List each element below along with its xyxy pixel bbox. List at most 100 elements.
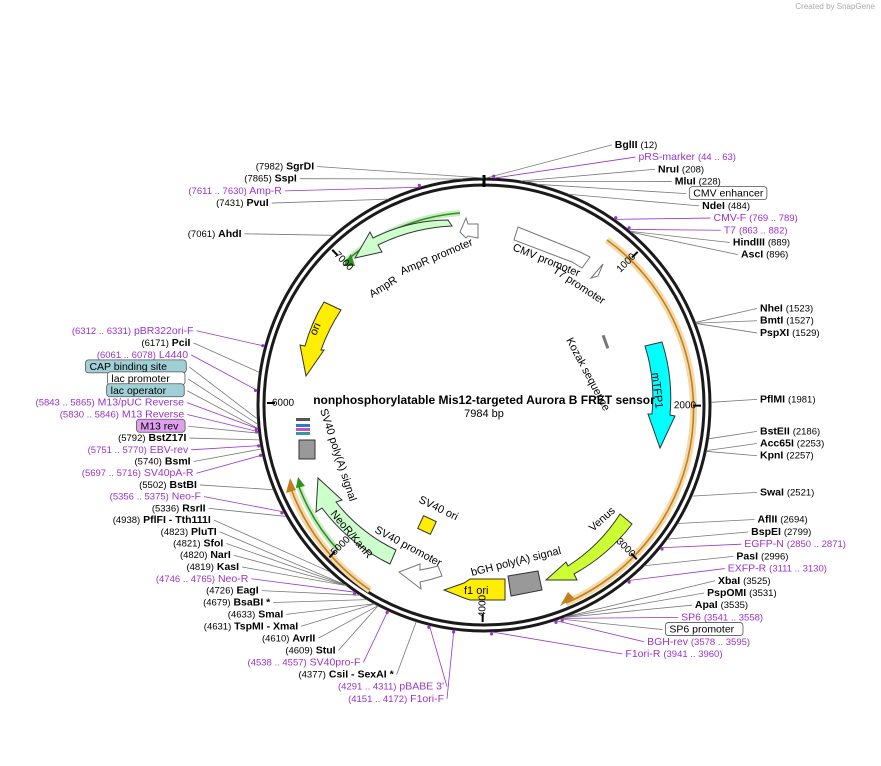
site-name: BsmI <box>165 456 191 468</box>
site-position: (5751 .. 5770) <box>88 445 147 456</box>
site-label-11: AscI (896) <box>741 249 788 261</box>
leader-24 <box>627 568 725 582</box>
site-label-32: (4151 .. 4172) F1ori-F <box>348 693 444 705</box>
site-name: Amp-R <box>249 185 282 197</box>
site-position: (2521) <box>787 487 814 498</box>
scale-label-4000: 4000 <box>477 594 488 617</box>
site-label-14: PspXI (1529) <box>760 327 820 339</box>
site-name: PflMI <box>760 393 785 405</box>
site-position: (3111 .. 3130) <box>769 564 827 575</box>
credit-text: Created by SnapGene <box>795 2 875 11</box>
leader-9 <box>627 228 721 231</box>
site-label-44: (4820) NarI <box>180 549 231 561</box>
site-position: (484) <box>728 201 750 212</box>
site-label-58: (5843 .. 5865) M13/pUC Reverse <box>36 397 185 409</box>
feature-f1-ori-arrow <box>442 578 506 601</box>
leader-46 <box>219 531 347 586</box>
site-label-64: (7061) AhdI <box>188 228 242 240</box>
leader-62 <box>193 342 260 373</box>
site-label-8: CMV-F (769 .. 789) <box>714 212 798 224</box>
feature-box-text: CAP binding site <box>89 361 167 373</box>
site-position: (5697 .. 5716) <box>82 468 141 479</box>
site-position: (4631) <box>204 621 231 632</box>
site-position: (4679) <box>203 597 230 608</box>
site-position: (4726) <box>206 586 233 597</box>
site-label-30: BGH-rev (3578 .. 3595) <box>647 636 750 648</box>
site-name: Neo-R <box>218 573 249 585</box>
site-label-7: NdeI (484) <box>702 200 750 212</box>
site-position: (228) <box>699 176 721 187</box>
site-label-28: SP6 promoter <box>669 624 734 636</box>
leader-22 <box>660 543 742 549</box>
site-label-10: HindIII (889) <box>733 236 790 248</box>
site-label-21: BspEI (2799) <box>751 526 811 538</box>
scale-label-6000: 6000 <box>272 398 295 409</box>
leader-51 <box>196 454 263 474</box>
site-position: (7982) <box>256 161 283 172</box>
site-label-35: (4538 .. 4557) SV40pro-F <box>248 656 361 668</box>
site-name: EagI <box>236 585 258 597</box>
site-name: ApaI <box>695 599 718 611</box>
site-name: PspXI <box>760 327 789 339</box>
leader-44 <box>233 554 347 586</box>
primer-mark-9 <box>627 226 631 230</box>
site-label-42: (4746 .. 4765) Neo-R <box>156 573 249 585</box>
site-name: BspEI <box>751 526 781 538</box>
site-position: (7431) <box>216 198 243 209</box>
leader-42 <box>251 578 356 593</box>
primer-mark-30 <box>554 620 558 625</box>
site-position: (4633) <box>228 609 255 620</box>
site-label-25: XbaI (3525) <box>718 575 771 587</box>
orf-arc-left-head <box>286 478 296 493</box>
feature-ori-arrow <box>299 301 342 378</box>
leader-50 <box>199 484 274 491</box>
site-name: PciI <box>172 337 191 349</box>
site-name: AhdI <box>218 228 241 240</box>
site-label-55: M13 rev <box>140 420 179 432</box>
site-label-5: MluI (228) <box>675 175 721 187</box>
site-position: (1527) <box>786 316 813 327</box>
feature-box-text: SP6 promoter <box>669 624 734 636</box>
leader-63 <box>196 330 265 347</box>
leader-19 <box>691 491 758 497</box>
leader-28 <box>559 618 663 630</box>
site-label-31: F1ori-R (3941 .. 3960) <box>625 648 722 660</box>
site-label-49: (5356 .. 5375) Neo-F <box>110 491 201 503</box>
site-label-62: (6171) PciI <box>141 337 190 349</box>
site-name: NruI <box>658 163 679 175</box>
feature-ampr-promoter-arrow <box>459 216 479 239</box>
leader-37 <box>318 605 379 639</box>
site-label-39: (4633) SmaI <box>228 608 284 620</box>
site-position: (4821) <box>173 538 200 549</box>
feature-box-text: M13 rev <box>140 420 179 432</box>
feature-cmv-promoter-arrow <box>513 226 591 269</box>
primer-mark-63 <box>261 344 265 348</box>
feature-label-ori: ori <box>308 321 324 337</box>
site-name: SV40pro-F <box>310 656 361 668</box>
site-name: MluI <box>675 175 696 187</box>
site-position: (3531) <box>749 588 776 599</box>
site-position: (5792) <box>118 433 145 444</box>
site-position: (4609) <box>285 645 312 656</box>
site-label-23: PasI (2996) <box>736 550 788 562</box>
site-position: (5843 .. 5865) <box>36 398 95 409</box>
site-position: (44 .. 63) <box>698 152 736 163</box>
site-position: (2694) <box>780 514 807 525</box>
site-position: (6312 .. 6331) <box>72 326 131 337</box>
site-name: RsrII <box>182 502 205 514</box>
orf-arc-right-head <box>560 592 574 606</box>
site-label-60: CAP binding site <box>89 361 167 373</box>
leader-35 <box>363 610 389 663</box>
scale-tick-1000 <box>631 251 639 259</box>
site-name: Acc65I <box>760 438 794 450</box>
feature-label-mtfp1: mTFP1 <box>649 372 665 409</box>
site-labels: BglII (12)pRS-marker (44 .. 63)NruI (208… <box>36 139 846 705</box>
site-name: PspOMI <box>707 587 746 599</box>
site-label-59: lac promoter <box>111 373 170 385</box>
site-name: AscI <box>741 249 763 261</box>
feature-sv40-polya-box <box>298 439 316 460</box>
leader-12 <box>695 308 758 323</box>
scale-label-2000: 2000 <box>674 400 697 411</box>
site-position: (208) <box>682 164 704 175</box>
leader-52 <box>193 448 262 462</box>
